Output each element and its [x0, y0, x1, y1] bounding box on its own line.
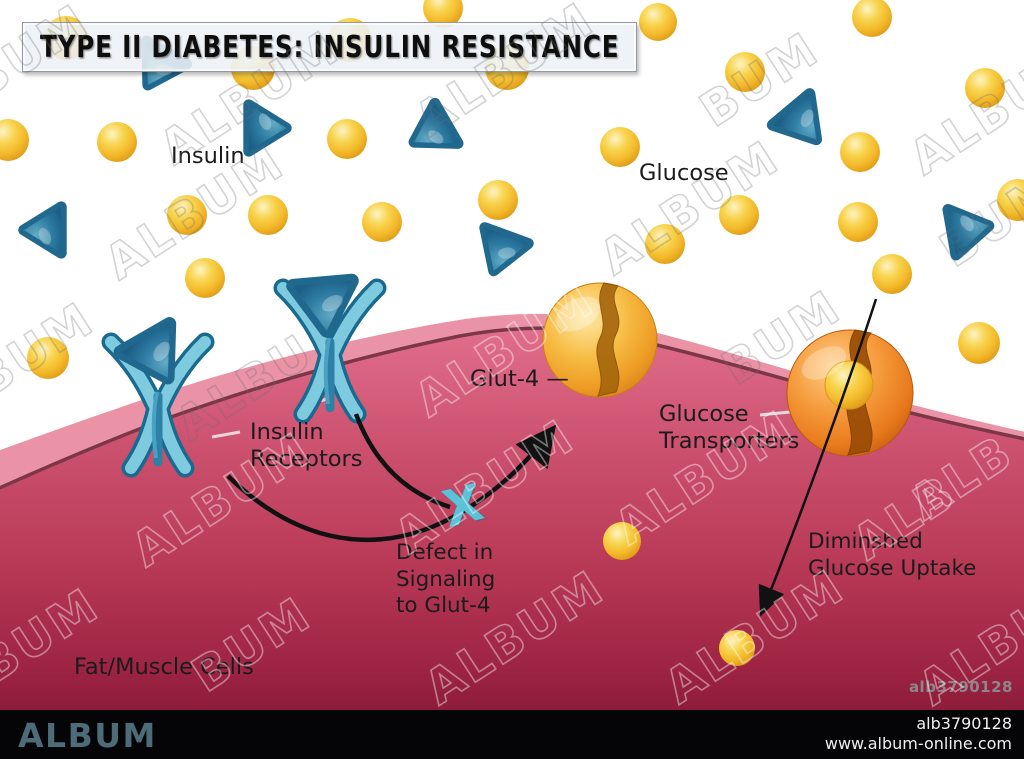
glucose-molecule: [600, 127, 640, 167]
glucose-transporters-label: Glucose Transporters: [659, 401, 800, 455]
glucose-molecule: [838, 202, 878, 242]
insulin-molecule: [249, 105, 286, 151]
insulin-molecule: [948, 203, 993, 255]
title-box: TYPE II DIABETES: INSULIN RESISTANCE: [22, 22, 637, 72]
transporter-label-dash: [759, 410, 791, 417]
diminished-uptake-arrow: [758, 298, 878, 617]
glucose-molecule: [639, 3, 677, 41]
glucose-molecule: [478, 180, 518, 220]
glucose-molecule: [852, 0, 892, 37]
glucose-molecule: [362, 202, 402, 242]
insulin-molecule: [472, 228, 528, 279]
glucose-molecule: [719, 195, 759, 235]
diagram-title: TYPE II DIABETES: INSULIN RESISTANCE: [40, 29, 620, 65]
glut4-label: Glut-4 —: [470, 366, 569, 392]
footer-ref-id: alb3790128: [916, 714, 1012, 733]
glucose-molecule: [965, 68, 1005, 108]
insulin-molecule: [402, 103, 457, 162]
album-logo: ALBUM: [18, 716, 157, 755]
signaling-arrow: [226, 424, 557, 542]
footer-url: www.album-online.com: [824, 734, 1012, 754]
glucose-molecule: [603, 522, 641, 560]
insulin-molecule: [24, 207, 61, 253]
insulin-receptors-label: Insulin Receptors: [250, 419, 363, 473]
glucose-molecule: [97, 122, 137, 162]
footer-credits: alb3790128 www.album-online.com: [825, 714, 1012, 755]
glucose-molecule: [872, 254, 912, 294]
glut4-transporter: [542, 282, 658, 398]
insulin-label: Insulin: [171, 143, 245, 169]
glucose-molecule: [958, 322, 1000, 364]
fat-muscle-cells-label: Fat/Muscle Cells: [74, 654, 254, 680]
glucose-molecule: [0, 119, 29, 161]
glucose-molecule: [719, 630, 755, 666]
glucose-molecule: [167, 195, 207, 235]
glucose-molecule: [645, 224, 685, 264]
glucose-transporter-right: [786, 329, 914, 457]
glucose-molecule: [725, 52, 765, 92]
diminished-uptake-label: Diminshed Glucose Uptake: [808, 529, 977, 581]
glucose-molecule: [185, 258, 225, 298]
receptor-label-dash: [211, 430, 241, 439]
glucose-molecule: [27, 337, 69, 379]
glucose-molecule: [840, 132, 880, 172]
glucose-molecule: [423, 0, 463, 28]
glucose-molecule: [327, 119, 367, 159]
footer-bar: ALBUM alb3790128 www.album-online.com: [0, 710, 1024, 759]
signaling-arrow-branch: [353, 413, 451, 510]
stock-ref-overlay: alb3790128: [908, 678, 1013, 696]
defect-signaling-label: Defect in Signaling to Glut-4: [396, 540, 496, 619]
insulin-molecule: [773, 94, 835, 155]
glucose-label: Glucose: [639, 160, 729, 186]
glucose-molecule: [997, 179, 1024, 221]
glucose-molecule: [248, 195, 288, 235]
